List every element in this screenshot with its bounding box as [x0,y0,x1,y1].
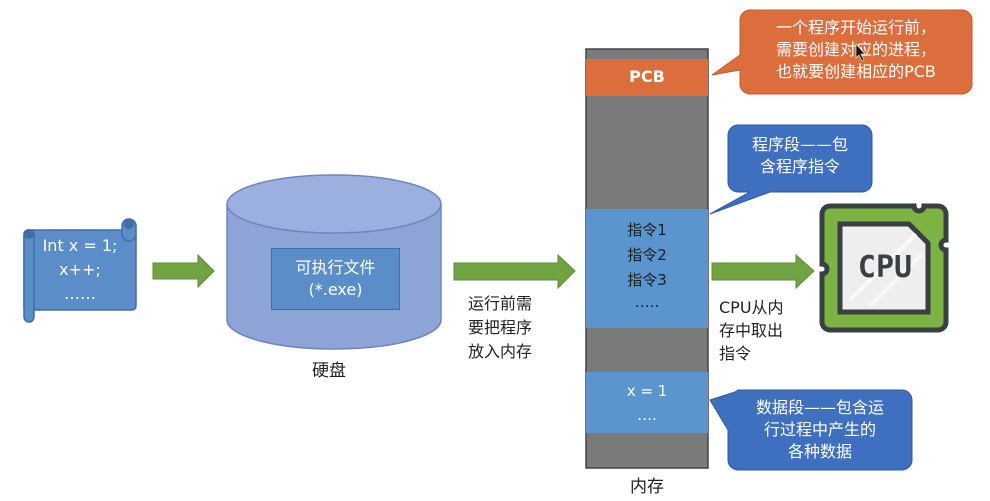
program-segment-callout-text: 程序段——包 含程序指令 [728,134,872,178]
callout-line: 行过程中产生的 [763,420,876,439]
code-line: …… [64,284,96,303]
code-line: Int x = 1; [42,236,118,255]
pcb-callout [711,9,973,95]
instruction-item: 指令2 [627,246,667,264]
pcb-block [586,59,708,96]
instruction-item: 指令3 [627,271,667,289]
instruction-item: 指令1 [627,221,667,239]
executable-file-ext: (*.exe) [308,280,363,299]
source-code-text: Int x = 1; x++; …… [34,234,126,306]
source-code-scroll [23,218,137,323]
instruction-item: ….. [634,293,660,311]
executable-file-box[interactable]: 可执行文件 (*.exe) [271,248,400,310]
callout-line: 含程序指令 [759,157,840,176]
callout-line: 也就要创建相应的PCB [776,62,936,81]
program-segment-callout [709,124,873,215]
cpu-label: CPU [857,250,913,285]
load-caption-line: 要把程序 [468,318,533,337]
callout-line: 数据段——包含运 [755,398,884,417]
callout-line: 一个程序开始运行前， [775,18,936,37]
program-segment-block [586,209,708,328]
cpu-icon [819,203,949,333]
memory-bar [585,48,709,469]
data-segment-callout-text: 数据段——包含运 行过程中产生的 各种数据 [728,397,912,463]
fetch-caption-line: CPU从内 [719,298,784,317]
fetch-caption-line: 存中取出 [719,321,784,340]
memory-caption: 内存 [630,477,664,497]
data-segment-block [586,372,708,433]
data-item: x = 1 [626,382,668,400]
pcb-label: PCB [629,67,665,86]
executable-file-label: 可执行文件 [295,258,376,277]
arrow-to-cpu [711,253,815,290]
arrow-to-disk [152,253,215,289]
instruction-list: 指令1 指令2 指令3 ….. [586,218,708,311]
load-caption-line: 放入内存 [468,342,533,361]
callout-line: 需要创建对应的进程， [775,40,936,59]
fetch-caption: CPU从内 存中取出 指令 [719,296,784,365]
code-line: x++; [59,260,101,279]
load-caption-line: 运行前需 [468,294,533,313]
hard-disk-caption: 硬盘 [312,361,346,381]
fetch-caption-line: 指令 [719,344,752,363]
callout-line: 程序段——包 [751,135,848,154]
data-list: x = 1 …. [586,379,708,427]
arrow-to-memory [453,253,576,290]
callout-line: 各种数据 [787,442,852,461]
data-segment-callout [709,389,913,471]
pcb-callout-text: 一个程序开始运行前， 需要创建对应的进程， 也就要创建相应的PCB [740,17,972,83]
load-caption: 运行前需 要把程序 放入内存 [468,292,532,364]
data-item: …. [637,406,657,424]
